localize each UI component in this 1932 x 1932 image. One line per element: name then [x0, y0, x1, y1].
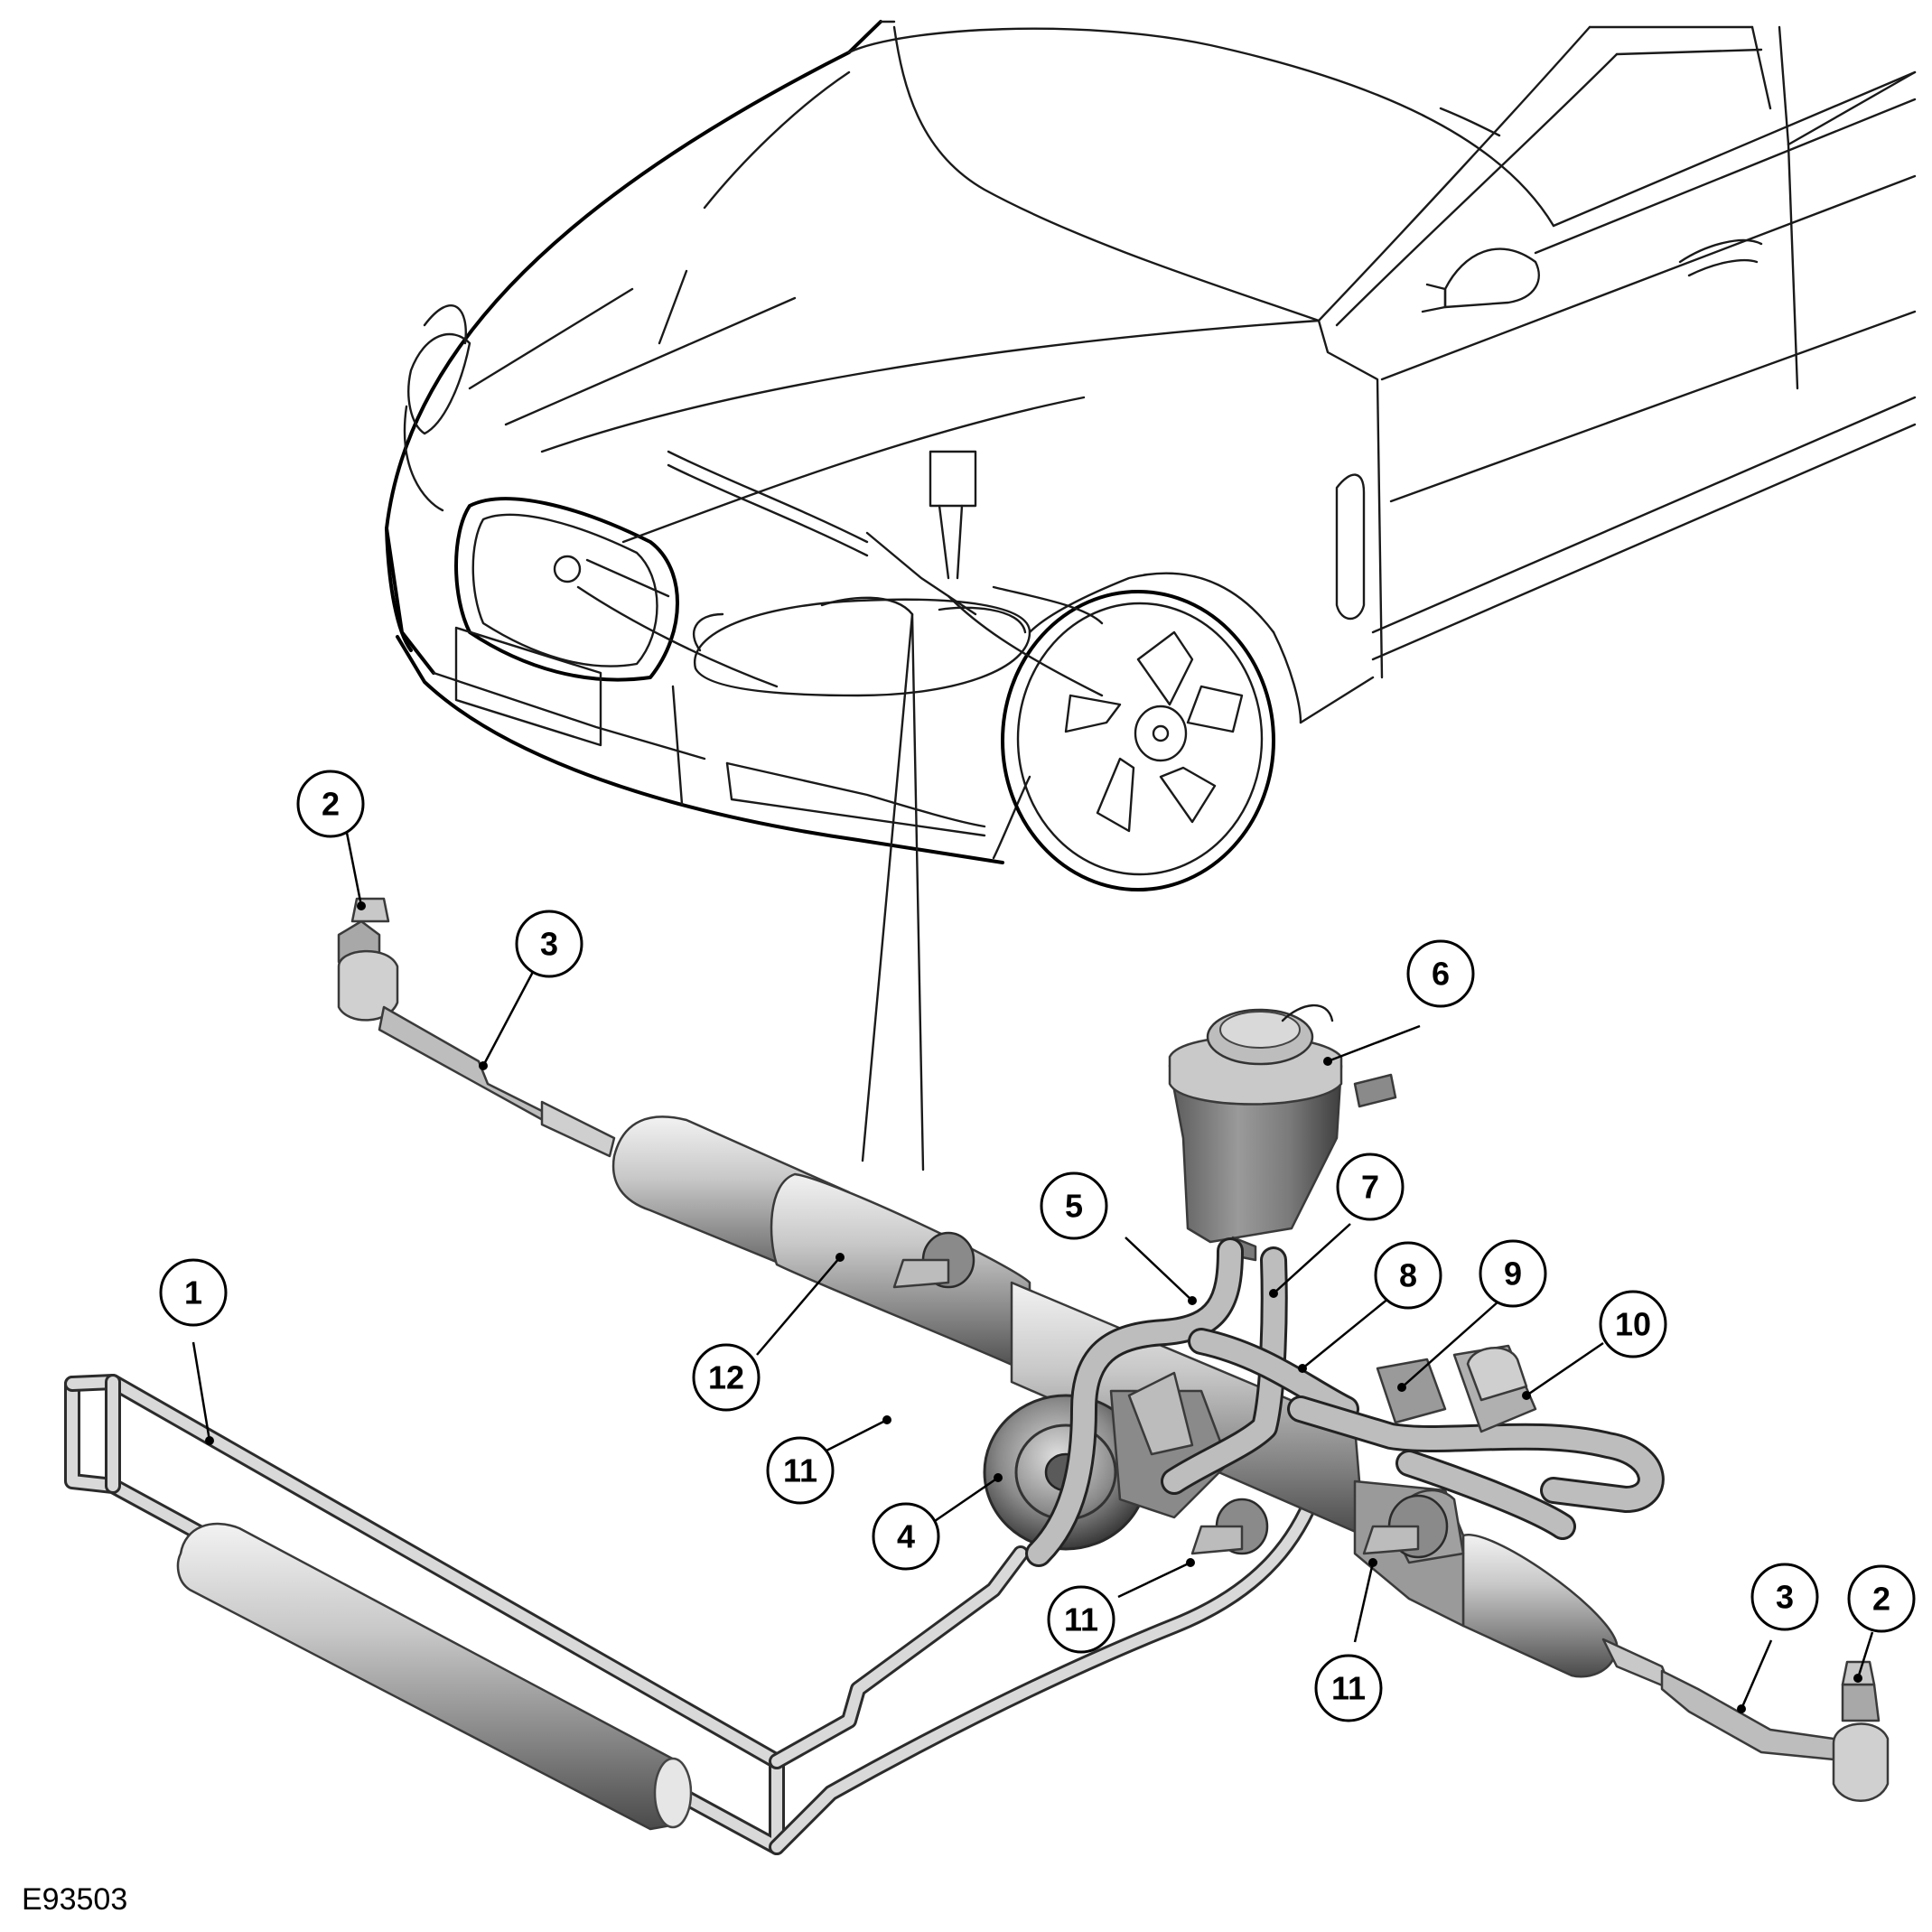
callout-5: 5 — [1040, 1171, 1108, 1240]
cooler-assembly — [64, 1374, 1327, 1855]
callout-6-label: 6 — [1432, 956, 1450, 993]
callout-3-right: 3 — [1750, 1563, 1819, 1631]
callout-7: 7 — [1336, 1153, 1405, 1221]
callout-2-left-label: 2 — [322, 786, 340, 823]
leader-lines — [191, 832, 1874, 1713]
callout-3-left: 3 — [515, 910, 583, 978]
callout-1-label: 1 — [184, 1274, 202, 1311]
hoses — [1025, 1237, 1665, 1567]
mounting-bushes — [892, 1231, 1449, 1559]
callout-4-label: 4 — [897, 1518, 915, 1555]
callout-10-label: 10 — [1615, 1306, 1651, 1343]
callout-1: 1 — [159, 1258, 228, 1327]
callout-2-right: 2 — [1847, 1564, 1916, 1633]
callout-2-right-label: 2 — [1872, 1581, 1890, 1618]
callout-8: 8 — [1374, 1241, 1442, 1310]
callout-9-label: 9 — [1504, 1255, 1522, 1293]
callout-10: 10 — [1599, 1290, 1667, 1358]
front-wheel — [1001, 590, 1275, 891]
callout-12: 12 — [692, 1343, 761, 1412]
car-outline — [385, 20, 1917, 864]
callout-4: 4 — [872, 1502, 940, 1571]
callout-9: 9 — [1479, 1239, 1547, 1308]
callout-11-lower-label: 11 — [1331, 1670, 1366, 1707]
callout-2-left: 2 — [296, 770, 365, 838]
right-tie-rod — [1601, 1638, 1890, 1802]
callout-11-upper: 11 — [766, 1436, 835, 1505]
valve-housing — [1376, 1344, 1537, 1433]
callout-12-label: 12 — [708, 1359, 744, 1396]
callout-6: 6 — [1406, 939, 1475, 1008]
fluid-reservoir — [1168, 1003, 1397, 1262]
callout-3-left-label: 3 — [540, 926, 558, 963]
callout-11-middle-label: 11 — [1064, 1601, 1098, 1638]
callout-8-label: 8 — [1399, 1257, 1417, 1294]
detail-pointer — [693, 596, 1031, 1171]
callout-11-upper-label: 11 — [783, 1452, 817, 1489]
in-car-rack — [576, 450, 1104, 697]
callout-11-middle: 11 — [1047, 1585, 1115, 1654]
callout-7-label: 7 — [1361, 1169, 1379, 1206]
callout-11-lower: 11 — [1314, 1654, 1383, 1722]
callout-3-right-label: 3 — [1776, 1579, 1794, 1616]
figure-id: E93503 — [22, 1882, 128, 1917]
callout-5-label: 5 — [1065, 1188, 1083, 1225]
